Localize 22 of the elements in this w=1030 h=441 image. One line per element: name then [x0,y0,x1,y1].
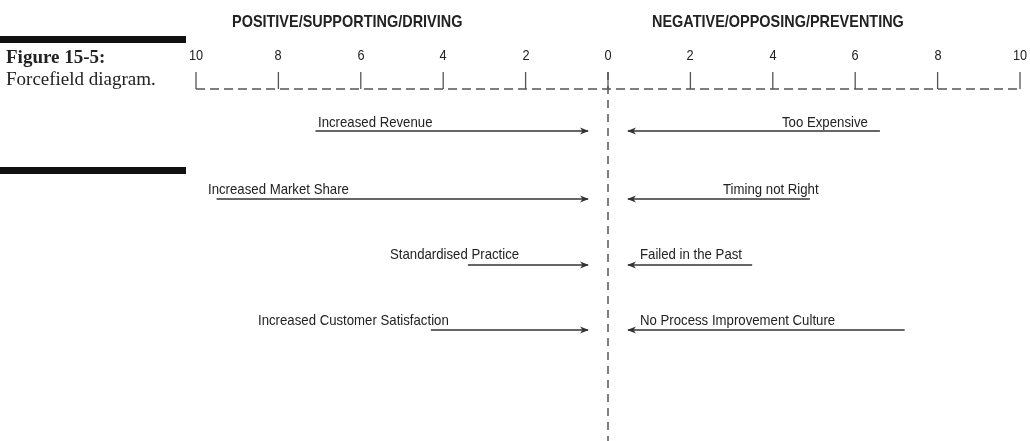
tick-label: 0 [603,46,613,63]
force-label: No Process Improvement Culture [640,311,836,328]
tick-label: 2 [521,46,531,63]
tick-label: 10 [187,46,205,63]
column-heading: POSITIVE/SUPPORTING/DRIVING [232,12,463,32]
tick-label: 8 [933,46,943,63]
force-label: Timing not Right [723,180,819,197]
figure-caption: Figure 15-5: Forcefield diagram. [5,46,157,90]
tick-label: 2 [685,46,695,63]
tick-label: 8 [273,46,283,63]
tick-label: 10 [1011,46,1029,63]
tick-label: 6 [356,46,366,63]
force-label: Failed in the Past [640,245,742,262]
force-label: Increased Revenue [318,113,433,130]
force-label: Increased Market Share [208,180,349,197]
force-label: Too Expensive [782,113,868,130]
tick-label: 4 [768,46,778,63]
tick-label: 6 [850,46,860,63]
force-label: Increased Customer Satisfaction [258,311,449,328]
tick-label: 4 [438,46,448,63]
column-heading: NEGATIVE/OPPOSING/PREVENTING [652,12,904,32]
force-label: Standardised Practice [390,245,520,262]
